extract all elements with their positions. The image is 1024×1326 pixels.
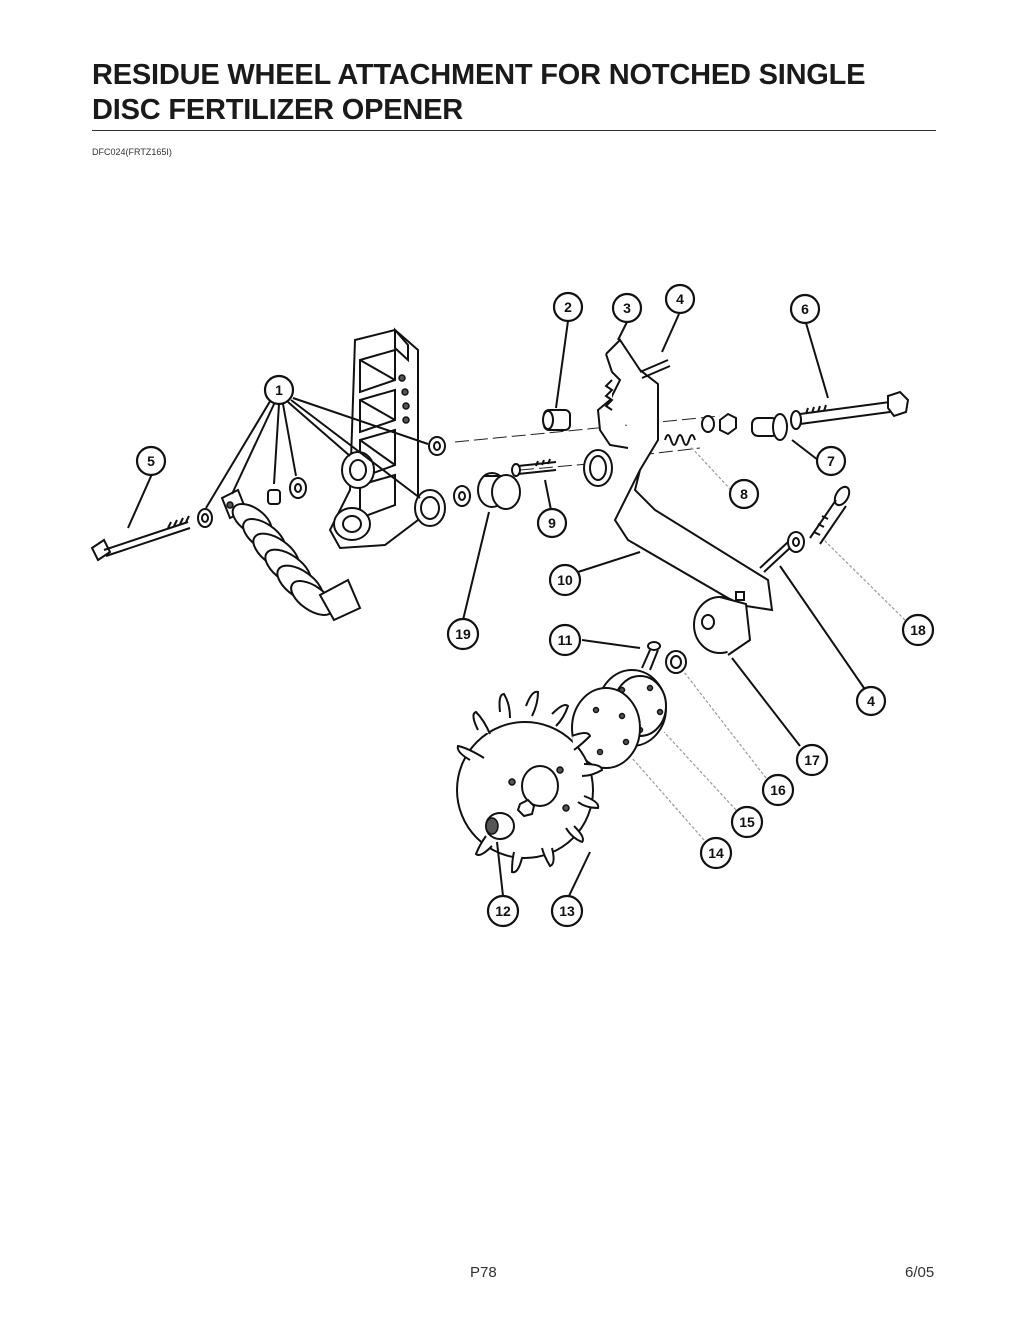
drawing-code: DFC024(FRTZ165I) xyxy=(92,147,172,157)
svg-text:13: 13 xyxy=(559,903,575,919)
svg-text:11: 11 xyxy=(558,632,573,648)
svg-text:12: 12 xyxy=(495,903,511,919)
svg-text:19: 19 xyxy=(455,626,471,642)
pin-4-lower xyxy=(759,531,805,573)
callout-6: 6 xyxy=(789,293,821,325)
pin-4-top xyxy=(639,359,671,379)
callout-9: 9 xyxy=(536,507,568,539)
title-divider xyxy=(92,130,936,131)
svg-text:18: 18 xyxy=(910,622,926,638)
callout-10: 10 xyxy=(548,563,582,597)
svg-text:4: 4 xyxy=(676,291,684,307)
callout-18: 18 xyxy=(901,613,935,647)
flange-14 xyxy=(571,687,641,769)
svg-text:17: 17 xyxy=(804,752,820,768)
svg-text:2: 2 xyxy=(564,299,572,315)
shank-frame xyxy=(328,327,419,550)
svg-text:8: 8 xyxy=(740,486,748,502)
callout-14: 14 xyxy=(699,836,733,870)
svg-text:6: 6 xyxy=(801,301,809,317)
svg-text:5: 5 xyxy=(147,453,155,469)
title-line-2: DISC FERTILIZER OPENER xyxy=(92,94,464,126)
page-title: RESIDUE WHEEL ATTACHMENT FOR NOTCHED SIN… xyxy=(92,58,952,128)
spring-8 xyxy=(664,412,737,446)
callout-11: 11 xyxy=(548,623,582,657)
svg-text:14: 14 xyxy=(708,845,724,861)
callout-3: 3 xyxy=(611,292,643,324)
bolt-18 xyxy=(809,485,851,545)
callout-1: 1 xyxy=(263,374,295,406)
residue-wheel-13 xyxy=(456,690,604,874)
bolt-6-assembly xyxy=(751,390,910,441)
svg-text:1: 1 xyxy=(275,382,283,398)
callout-15: 15 xyxy=(730,805,764,839)
callout-12: 12 xyxy=(486,894,520,928)
callout-8: 8 xyxy=(728,478,760,510)
callout-19: 19 xyxy=(446,617,480,651)
bushing-2 xyxy=(542,409,571,431)
callout-7: 7 xyxy=(815,445,847,477)
hub-17 xyxy=(693,596,752,656)
svg-text:3: 3 xyxy=(623,300,631,316)
callout-5: 5 xyxy=(135,445,167,477)
callout-leaders xyxy=(127,313,906,899)
svg-text:10: 10 xyxy=(557,572,573,588)
svg-text:16: 16 xyxy=(770,782,786,798)
page-number: P78 xyxy=(470,1264,497,1281)
bushing-19 xyxy=(477,472,521,510)
spring-coil xyxy=(220,488,362,622)
callout-17: 17 xyxy=(795,743,829,777)
callout-16: 16 xyxy=(761,773,795,807)
callout-4-lower: 4 xyxy=(855,685,887,717)
bolt-9 xyxy=(511,458,557,477)
callout-13: 13 xyxy=(550,894,584,928)
callout-4-top: 4 xyxy=(664,283,696,315)
bearing-16 xyxy=(665,650,687,674)
revision-date: 6/05 xyxy=(905,1264,935,1281)
title-line-1: RESIDUE WHEEL ATTACHMENT FOR NOTCHED SIN… xyxy=(92,59,866,91)
callout-2: 2 xyxy=(552,291,584,323)
hardware-group-1 xyxy=(197,436,471,528)
svg-text:9: 9 xyxy=(548,515,556,531)
svg-text:15: 15 xyxy=(739,814,755,830)
arm-assembly xyxy=(583,338,774,612)
svg-text:7: 7 xyxy=(827,453,835,469)
bolt-11 xyxy=(641,641,661,671)
bolt-5 xyxy=(90,515,191,562)
svg-text:4: 4 xyxy=(867,693,875,709)
